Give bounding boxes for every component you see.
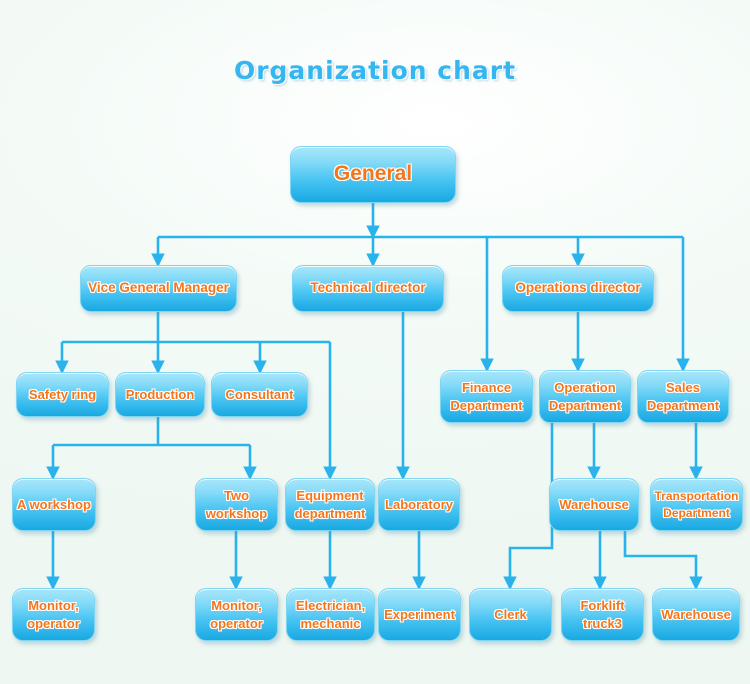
node-consultant[interactable]: Consultant [211, 372, 308, 417]
node-safety-ring[interactable]: Safety ring [16, 372, 109, 417]
node-clerk[interactable]: Clerk [469, 588, 552, 641]
node-label: Consultant [225, 386, 294, 402]
node-label: Operation Department [548, 379, 622, 413]
node-label: Clerk [494, 606, 527, 622]
node-label: Equipment department [294, 487, 366, 521]
edge-to-clerk [503, 423, 554, 591]
node-label: Experiment [384, 606, 455, 622]
node-label: Sales Department [646, 379, 720, 413]
node-label: Warehouse [559, 496, 629, 512]
node-electrician-mechanic[interactable]: Electrician, mechanic [286, 588, 375, 641]
node-forklift-truck3[interactable]: Forklift truck3 [561, 588, 644, 641]
node-experiment[interactable]: Experiment [378, 588, 461, 641]
node-label: A workshop [17, 496, 91, 512]
node-vice-general-manager[interactable]: Vice General Manager [80, 265, 237, 312]
node-equipment-department[interactable]: Equipment department [285, 478, 375, 531]
node-operations-director[interactable]: Operations director [502, 265, 654, 312]
node-label: Monitor, operator [27, 597, 80, 631]
node-sales-department[interactable]: Sales Department [637, 370, 729, 423]
node-label: Forklift truck3 [580, 597, 625, 631]
node-label: Production [125, 386, 195, 402]
node-two-workshop[interactable]: Two workshop [195, 478, 278, 531]
node-label: Laboratory [385, 496, 453, 512]
node-label: Two workshop [205, 487, 268, 521]
node-label: Operations director [515, 280, 641, 296]
edge-to-warehouse-bottom [623, 531, 703, 591]
node-label: Vice General Manager [88, 280, 229, 296]
node-warehouse-mid[interactable]: Warehouse [549, 478, 639, 531]
node-production[interactable]: Production [115, 372, 205, 417]
node-transportation-department[interactable]: Transportation Department [650, 478, 743, 531]
node-label: General [333, 162, 413, 186]
node-label: Monitor, operator [210, 597, 263, 631]
page-title: Organization chart [233, 56, 517, 85]
node-a-workshop[interactable]: A workshop [12, 478, 96, 531]
node-label: Warehouse [661, 606, 731, 622]
node-operation-department[interactable]: Operation Department [539, 370, 631, 423]
node-general[interactable]: General [290, 146, 456, 203]
node-monitor-operator-1[interactable]: Monitor, operator [12, 588, 95, 641]
node-label: Technical director [310, 280, 426, 296]
node-label: Finance Department [450, 379, 523, 413]
node-finance-department[interactable]: Finance Department [440, 370, 533, 423]
node-label: Safety ring [28, 386, 97, 402]
node-technical-director[interactable]: Technical director [292, 265, 444, 312]
node-monitor-operator-2[interactable]: Monitor, operator [195, 588, 278, 641]
node-label: Transportation Department [654, 488, 739, 520]
node-warehouse-bottom[interactable]: Warehouse [652, 588, 740, 641]
node-laboratory[interactable]: Laboratory [378, 478, 460, 531]
node-label: Electrician, mechanic [295, 597, 366, 631]
